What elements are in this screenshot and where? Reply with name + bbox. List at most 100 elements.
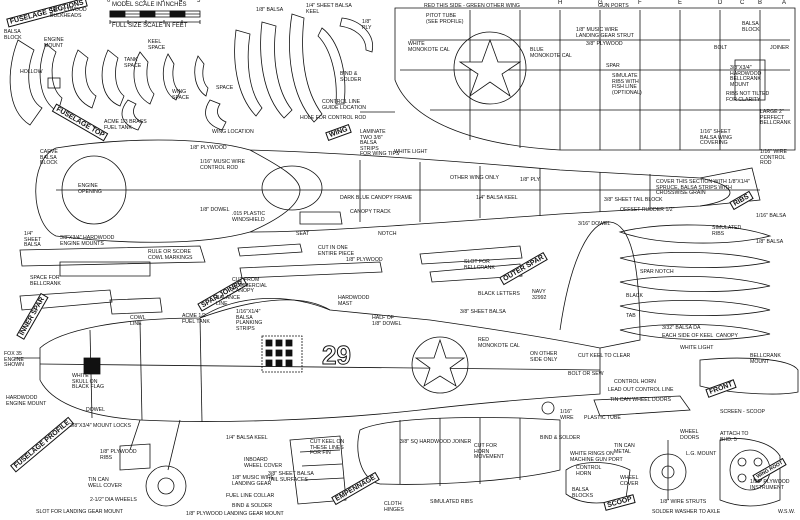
note-balsa-block: BALSA BLOCK: [4, 29, 22, 41]
note-space: SPACE: [216, 85, 234, 91]
fuselage-profile: [14, 221, 641, 423]
note-spar-notch: SPAR NOTCH: [640, 269, 674, 275]
note-engine: FOX 35 ENGINE SHOWN: [4, 351, 24, 369]
note-carve-balsa: CARVE BALSA BLOCK: [40, 149, 58, 167]
note-hole-control-rod: HOLE FOR CONTROL ROD: [300, 115, 367, 121]
note-cut-commercial: CUT FROM COMMERCIAL CANOPY: [232, 277, 268, 295]
column-letter-e: E: [678, 0, 683, 6]
note-cover-section: COVER THIS SECTION WITH 1/8"X1/4" SPRUCE…: [656, 179, 750, 197]
note-wire-b: 1/16" WIRE: [560, 409, 574, 421]
note-ply-18: 1/8" PLY: [362, 19, 372, 31]
note-keel-canopy: EACH SIDE OF KEEL CANOPY: [662, 333, 738, 339]
note-dowel-b: DOWEL: [86, 407, 106, 413]
note-slot-gear: SLOT FOR LANDING GEAR MOUNT: [36, 509, 123, 515]
column-letter-c: C: [740, 0, 745, 6]
note-ribs-fish-line: SIMULATE RIBS WITH FISH LINE (OPTIONAL): [612, 73, 642, 96]
wing-panel: [360, 7, 796, 151]
note-music-wire-gear: 1/8" MUSIC WIRE LANDING GEAR: [232, 475, 275, 487]
note-simulated-ribs: SIMULATED RIBS: [712, 225, 742, 237]
note-perfect-bellcrank: LARGE 2" PERFECT BELLCRANK: [760, 109, 791, 127]
note-dowel-316: 3/16" DOWEL: [578, 221, 611, 227]
note-balsa-18: 1/8" BALSA: [256, 7, 284, 13]
note-dia-wheels: 2-1/2" DIA WHEELS: [90, 497, 137, 503]
note-hollow: HOLLOW: [20, 69, 43, 75]
note-spar: SPAR: [606, 63, 620, 69]
note-hardwood-bellcrank: 3/8"X3/4" HARDWOOD BELLCRANK MOUNT: [730, 65, 762, 88]
note-tab: TAB: [626, 313, 636, 319]
note-balsa-block-right: BALSA BLOCK: [742, 21, 760, 33]
note-gun-ports: GUN PORTS: [598, 3, 629, 9]
note-sheet-balsa-14: 1/4" SHEET BALSA: [24, 231, 42, 249]
note-balance-line: BALANCE LINE: [216, 295, 241, 307]
note-ply-18b: 1/8" PLYWOOD: [190, 145, 227, 151]
note-scoop: SCREEN - SCOOP: [720, 409, 765, 415]
scale-bar: [109, 10, 201, 24]
note-tin-can-gear: TIN CAN WELL COVER: [88, 477, 122, 489]
note-wing-space: WING SPACE: [172, 89, 190, 101]
scale-tick-5: 5: [197, 0, 201, 4]
note-ply-18c: 1/8" PLY: [520, 177, 540, 183]
note-wheel-doors: WHEEL DOORS: [680, 429, 700, 441]
note-control-horn-b: CONTROL HORN: [576, 465, 602, 477]
scale-tick-4: 4: [179, 0, 183, 4]
note-music-wire-strut: 1/8" MUSIC WIRE LANDING GEAR STRUT: [576, 27, 634, 39]
note-other-wing: OTHER WING ONLY: [450, 175, 499, 181]
note-wire-struts: 1/8" WIRE STRUTS: [660, 499, 707, 505]
note-slot-bellcrank: SLOT FOR BELLCRANK: [464, 259, 495, 271]
note-offset-rudder: OFFSET RUDDER 1/2": [620, 207, 675, 213]
column-letter-d: D: [718, 0, 723, 6]
note-music-wire-rod: 1/16" MUSIC WIRE CONTROL ROD: [200, 159, 246, 171]
note-ply-18d: 1/8" PLYWOOD: [346, 257, 383, 263]
note-seat: SEAT: [296, 231, 310, 237]
note-half-dowel: HALF OF 1/8" DOWEL: [372, 315, 402, 327]
note-bind-solder-b: BIND & SOLDER: [232, 503, 273, 509]
note-white-monokote: WHITE MONOKOTE CAL: [408, 41, 450, 53]
note-other-side: ON OTHER SIDE ONLY: [530, 351, 558, 363]
note-blue-monokote: BLUE MONOKOTE CAL: [530, 47, 572, 59]
note-wing-location: WING LOCATION: [212, 129, 254, 135]
note-engine-mount: ENGINE MOUNT: [44, 37, 64, 49]
column-letter-a: A: [782, 0, 787, 6]
note-simulated-ribs-b: SIMULATED RIBS: [430, 499, 473, 505]
column-letter-b: B: [758, 0, 763, 6]
note-plastic-tube: PLASTIC TUBE: [584, 415, 621, 421]
note-bolt: BOLT: [714, 45, 728, 51]
note-wire-control: 1/16" WIRE CONTROL ROD: [760, 149, 787, 167]
note-cowl-line: COWL LINE: [130, 315, 146, 327]
note-sheet-balsa-keel: 1/4" SHEET BALSA KEEL: [306, 3, 352, 15]
note-cowl-markings: RULE OR SCORE COWL MARKINGS: [148, 249, 193, 261]
note-white-light-b: WHITE LIGHT: [680, 345, 714, 351]
note-notch: NOTCH: [378, 231, 397, 237]
note-fuel-line: FUEL LINE COLLAR: [226, 493, 275, 499]
note-canopy-frame: DARK BLUE CANOPY FRAME: [340, 195, 413, 201]
note-plastic-windshield: .015 PLASTIC WINDSHIELD: [232, 211, 266, 223]
note-ply-bulkheads: 1/8" PLYWOOD BULKHEADS: [50, 7, 87, 19]
note-control-horn: CONTROL HORN: [614, 379, 656, 385]
scale-tick-0: 0: [107, 0, 111, 4]
note-tin-can-metal: TIN CAN METAL: [614, 443, 635, 455]
fuselage-top-view: [35, 139, 761, 243]
note-canopy-track: CANOPY TRACK: [350, 209, 391, 215]
note-fuel-tank: ACME 1/3 BRASS FUEL TANK: [104, 119, 147, 131]
note-lg-mount: L.G. MOUNT: [686, 451, 717, 457]
note-lead-out: LEAD OUT CONTROL LINE: [608, 387, 674, 393]
note-laminate: LAMINATE TWO 3/8" BALSA STRIPS FOR WING …: [360, 129, 400, 158]
note-inboard-wheel: INBOARD WHEEL COVER: [244, 457, 283, 469]
note-cut-keel-lines: CUT KEEL ON THESE LINES FOR FIN: [310, 439, 345, 457]
fuselage-number: 29: [322, 340, 352, 371]
note-balsa-keel-b: 1/4" BALSA KEEL: [226, 435, 268, 441]
scale-tick-1: 1: [125, 0, 129, 4]
note-keel-space: KEEL SPACE: [148, 39, 166, 51]
column-letter-g: G: [598, 0, 603, 6]
note-tank-space: TANK SPACE: [124, 57, 142, 69]
column-letter-h: H: [558, 0, 563, 6]
note-tin-can-doors: TIN CAN WHEEL DOORS: [610, 397, 671, 403]
note-solder-washer: SOLDER WASHER TO AXLE: [652, 509, 721, 515]
note-black: BLACK: [626, 293, 644, 299]
note-hardwood-mast: HARDWOOD MAST: [338, 295, 370, 307]
note-red-green: RED THIS SIDE - GREEN OTHER WING: [424, 3, 520, 9]
landing-gear: [119, 419, 187, 507]
note-control-line-guide: CONTROL LINE GUIDE LOCATION: [322, 99, 367, 111]
scale-tick-3: 3: [161, 0, 165, 4]
